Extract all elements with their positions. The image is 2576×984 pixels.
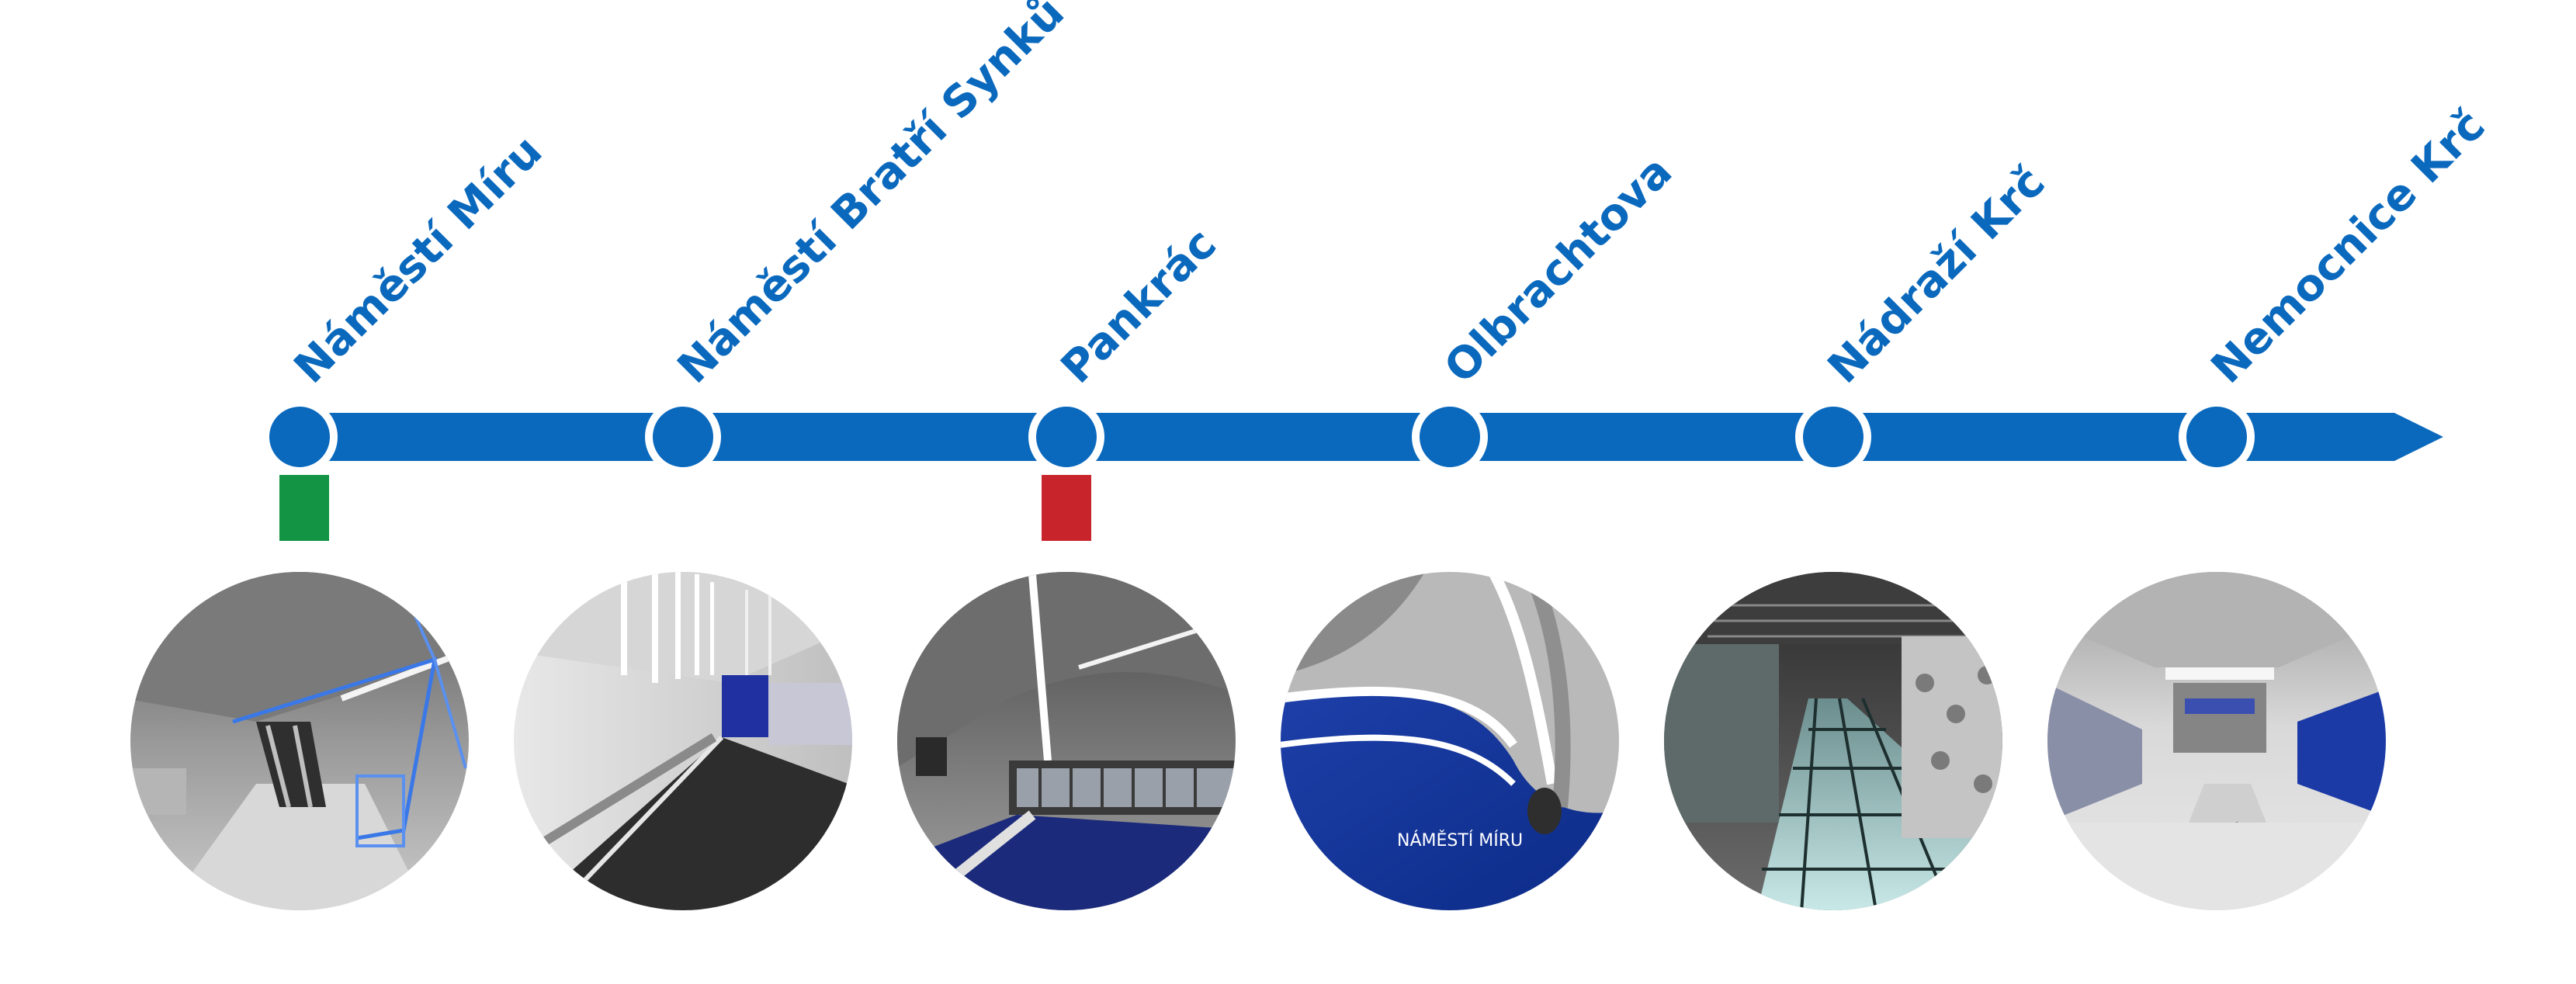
station-photo-olbrachtova: NÁMĚSTÍ MÍRU	[1281, 572, 1619, 910]
station-photo-nadrazi-krc	[1664, 572, 2002, 910]
station-node	[1028, 399, 1104, 475]
station-node	[1795, 399, 1871, 475]
station-photo-pankrac	[897, 572, 1236, 910]
transfer-marker-red	[1042, 475, 1091, 541]
station-node	[262, 399, 338, 475]
line-track	[300, 413, 2443, 461]
station-photo-nemocnice-krc	[2047, 572, 2386, 910]
station-node	[1412, 399, 1488, 475]
station-photo-namesti-bratri-synku	[514, 572, 852, 910]
olbrachtova-wall-sign: NÁMĚSTÍ MÍRU	[1397, 830, 1523, 851]
station-nodes	[262, 399, 2255, 475]
station-node	[2179, 399, 2255, 475]
transfer-marker-green	[279, 475, 329, 541]
station-photo-namesti-miru	[130, 572, 469, 910]
station-node	[645, 399, 721, 475]
